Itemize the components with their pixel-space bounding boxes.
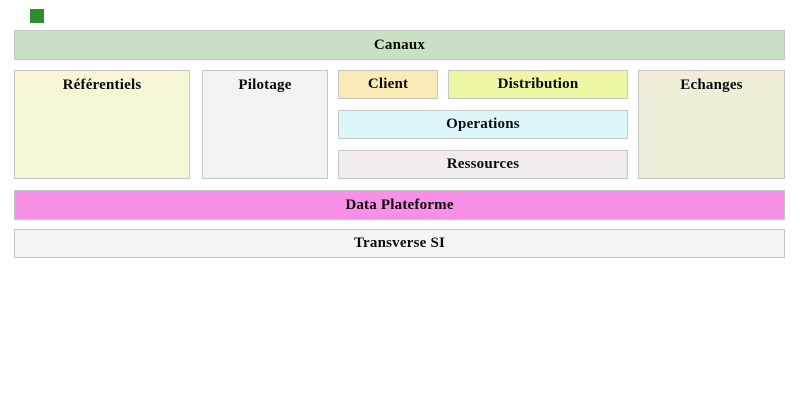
block-canaux: Canaux	[14, 30, 785, 60]
block-pilotage: Pilotage	[202, 70, 328, 179]
block-transverse-si: Transverse SI	[14, 229, 785, 258]
block-echanges: Echanges	[638, 70, 785, 179]
green-square-marker	[30, 9, 44, 23]
block-data-plateforme: Data Plateforme	[14, 190, 785, 220]
block-client: Client	[338, 70, 438, 99]
block-ressources: Ressources	[338, 150, 628, 179]
block-distribution: Distribution	[448, 70, 628, 99]
block-referentiels: Référentiels	[14, 70, 190, 179]
block-operations: Operations	[338, 110, 628, 139]
